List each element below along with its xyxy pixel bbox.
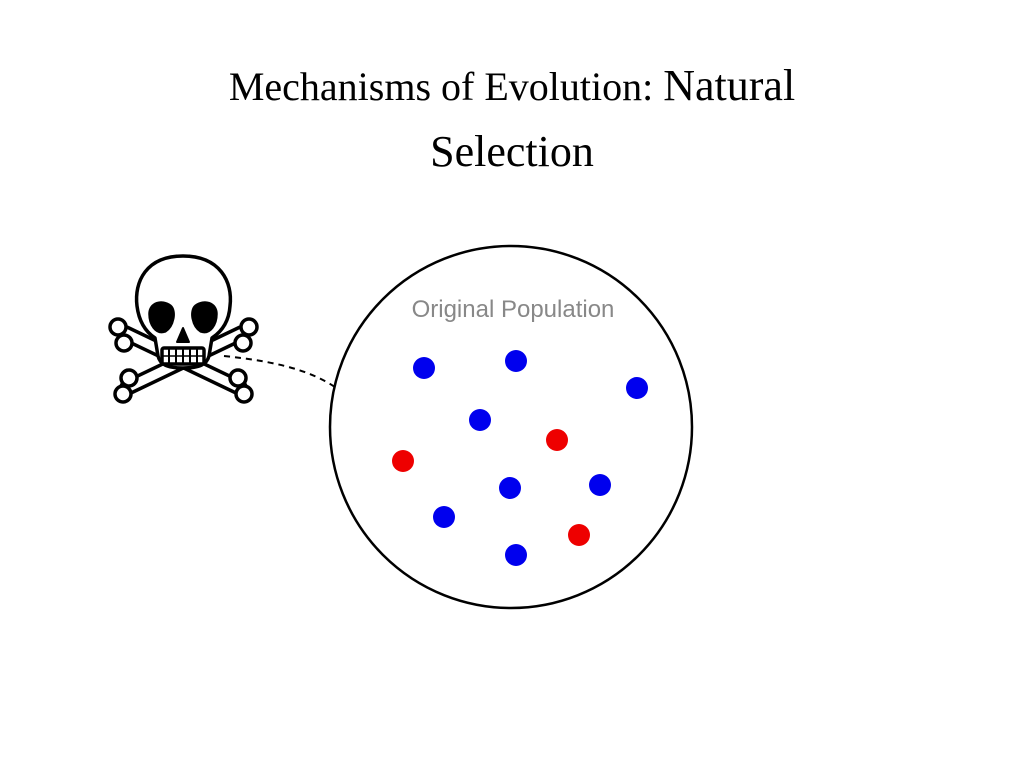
blue-individual (626, 377, 648, 399)
skull-and-crossbones-icon (108, 254, 259, 404)
blue-individual (469, 409, 491, 431)
blue-individual (413, 357, 435, 379)
blue-individual (505, 544, 527, 566)
blue-individual (433, 506, 455, 528)
red-individual (568, 524, 590, 546)
blue-individual (589, 474, 611, 496)
slide-title: Mechanisms of Evolution: Natural Selecti… (0, 58, 1024, 190)
population-circle (328, 244, 694, 610)
blue-individual (505, 350, 527, 372)
population-label: Original Population (412, 296, 615, 323)
blue-individual (499, 477, 521, 499)
title-line-2: Selection (430, 127, 594, 176)
title-part-2: Natural (663, 61, 796, 110)
red-individual (392, 450, 414, 472)
title-part-1: Mechanisms of Evolution: (228, 64, 664, 109)
red-individual (546, 429, 568, 451)
population-individuals (392, 350, 648, 566)
